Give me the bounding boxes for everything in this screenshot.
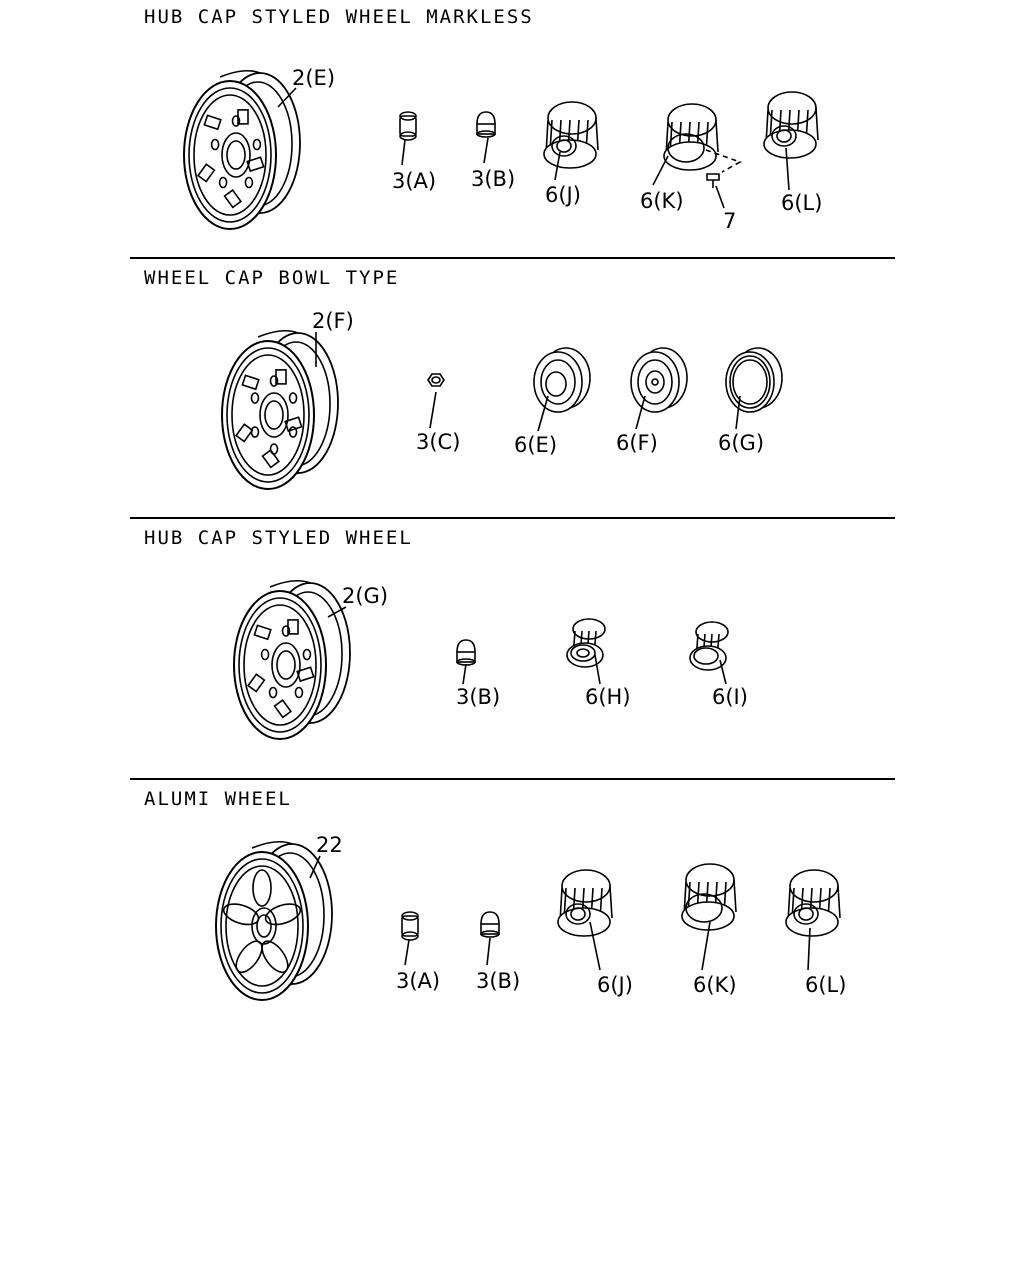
- part-nut-b: [476, 111, 496, 138]
- part-label: 6(L): [805, 973, 846, 997]
- part-label: 3(C): [416, 430, 460, 454]
- part-nut-b: [480, 911, 500, 938]
- part-cap-open: [785, 869, 841, 937]
- wheel-label: 2(F): [312, 309, 354, 333]
- part-label: 3(B): [471, 167, 515, 191]
- leader-line: [486, 937, 491, 966]
- part-label: 6(K): [693, 973, 737, 997]
- part-label: 6(L): [781, 191, 822, 215]
- section-divider: [130, 257, 895, 259]
- part-screw: [706, 173, 720, 188]
- part-label: 3(A): [392, 169, 436, 193]
- section-title-hub-cap-markless: HUB CAP STYLED WHEEL MARKLESS: [144, 6, 534, 28]
- leader-line: [483, 137, 489, 164]
- part-cap-open: [763, 91, 819, 159]
- leader-line: [554, 151, 561, 181]
- wheel-2f: [221, 329, 339, 490]
- leader-line: [327, 606, 347, 618]
- leader-line: [401, 139, 406, 166]
- part-nut-b: [456, 639, 476, 666]
- leader-line: [277, 87, 297, 108]
- part-label: 6(J): [545, 183, 581, 207]
- part-cap-open: [543, 101, 599, 169]
- part-label: 6(J): [597, 973, 633, 997]
- wheel-2e: [183, 69, 301, 230]
- section-title-wheel-cap-bowl: WHEEL CAP BOWL TYPE: [144, 267, 400, 289]
- leader-line: [404, 939, 410, 966]
- part-nut-c: [427, 373, 445, 387]
- leader-line: [594, 654, 601, 685]
- section-title-alumi-wheel: ALUMI WHEEL: [144, 788, 292, 810]
- leader-line: [652, 155, 669, 186]
- part-cap-open: [557, 869, 613, 937]
- part-label: 6(H): [585, 685, 631, 709]
- leader-line: [429, 391, 437, 429]
- part-nut-a: [399, 111, 417, 141]
- leader-line: [635, 395, 646, 430]
- wheel-label: 22: [316, 833, 343, 857]
- part-label: 3(B): [476, 969, 520, 993]
- section-divider: [130, 778, 895, 780]
- part-cap-small-closed: [689, 621, 729, 671]
- part-label: 3(B): [456, 685, 500, 709]
- leader-line: [537, 395, 549, 432]
- leader-line: [785, 147, 790, 191]
- part-label: 3(A): [396, 969, 440, 993]
- part-cap-closed: [663, 103, 719, 171]
- part-bowl-badge: [630, 347, 688, 413]
- part-nut-a: [401, 911, 419, 941]
- part-cap-small: [566, 618, 606, 668]
- section-title-hub-cap-styled: HUB CAP STYLED WHEEL: [144, 527, 413, 549]
- part-cap-closed: [681, 863, 737, 931]
- leader-line: [309, 855, 321, 879]
- part-label: 6(K): [640, 189, 684, 213]
- leader-line: [589, 921, 601, 971]
- wheel-label: 2(E): [292, 66, 335, 90]
- part-bowl-plain: [533, 347, 591, 413]
- section-divider: [130, 517, 895, 519]
- leader-line: [735, 395, 741, 430]
- part-label: 6(E): [514, 433, 557, 457]
- part-label: 6(F): [616, 431, 658, 455]
- wheel-2g: [233, 579, 351, 740]
- part-label: 6(G): [718, 431, 764, 455]
- leader-line: [462, 663, 467, 685]
- leader-line: [719, 659, 727, 685]
- part-bowl-ring: [725, 347, 783, 413]
- leader-line: [701, 921, 711, 971]
- assembly-connector: [705, 149, 742, 173]
- wheel-22: [215, 840, 333, 1001]
- part-label: 7: [723, 209, 736, 233]
- wheel-label: 2(G): [342, 584, 388, 608]
- leader-line: [807, 927, 811, 971]
- part-label: 6(I): [712, 685, 748, 709]
- leader-line: [715, 185, 725, 209]
